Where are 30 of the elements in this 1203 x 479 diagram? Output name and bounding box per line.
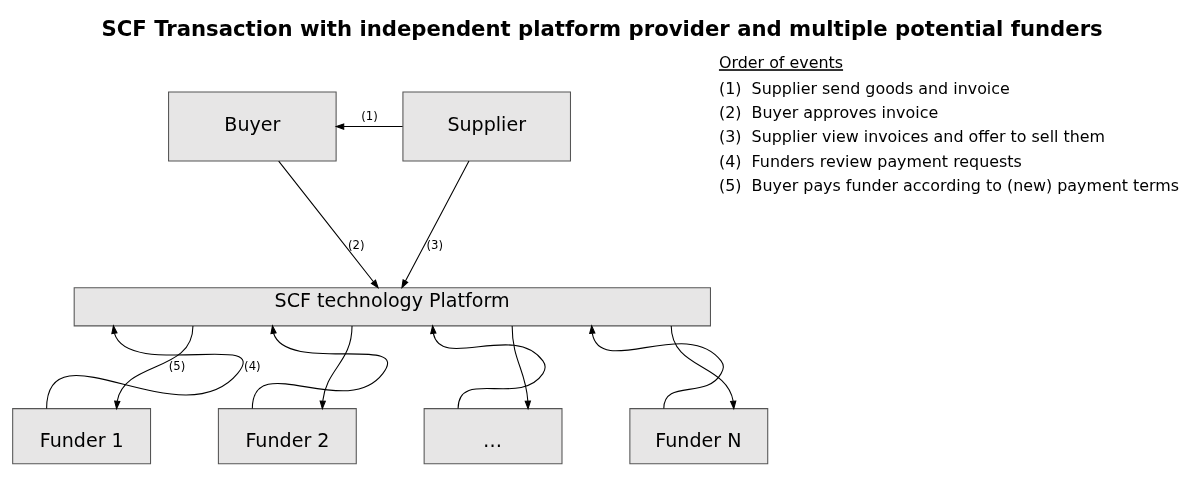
node-box: SCF technology Platform (73, 286, 711, 326)
label: (4) Funders review payment requests (718, 151, 1022, 171)
arrow (251, 323, 388, 409)
node-box: Funder 1 (12, 407, 152, 464)
arrow (278, 160, 380, 289)
node-box: Funder 2 (217, 407, 357, 464)
arrow (670, 324, 737, 410)
node-box: … (423, 407, 563, 464)
label: (2) Buyer approves invoice (718, 102, 939, 122)
arrow (319, 324, 353, 410)
edge-label: (5) (168, 358, 186, 373)
node-box: Supplier (402, 91, 571, 162)
arrow (113, 324, 194, 410)
arrow (334, 122, 404, 130)
edge-label: (4) (244, 358, 261, 373)
label: (3) Supplier view invoices and offer to sell them (718, 126, 1106, 146)
node-box: Buyer (168, 91, 337, 162)
arrow (401, 160, 470, 289)
label: (5) Buyer pays funder according to (new) payment terms (718, 175, 1180, 195)
edge-label: (3) (426, 237, 443, 252)
arrow (46, 323, 244, 409)
arrow (589, 323, 724, 409)
edge-label: (1) (361, 108, 378, 123)
diagram-title: SCF Transaction with independent platform provider and multiple potential funders (101, 15, 1103, 41)
label: Order of events (718, 52, 844, 72)
arrow (511, 324, 532, 410)
label: (1) Supplier send goods and invoice (718, 78, 1010, 98)
node-box: Funder N (629, 407, 769, 464)
arrow (430, 323, 546, 409)
edge-label: (2) (348, 237, 365, 252)
